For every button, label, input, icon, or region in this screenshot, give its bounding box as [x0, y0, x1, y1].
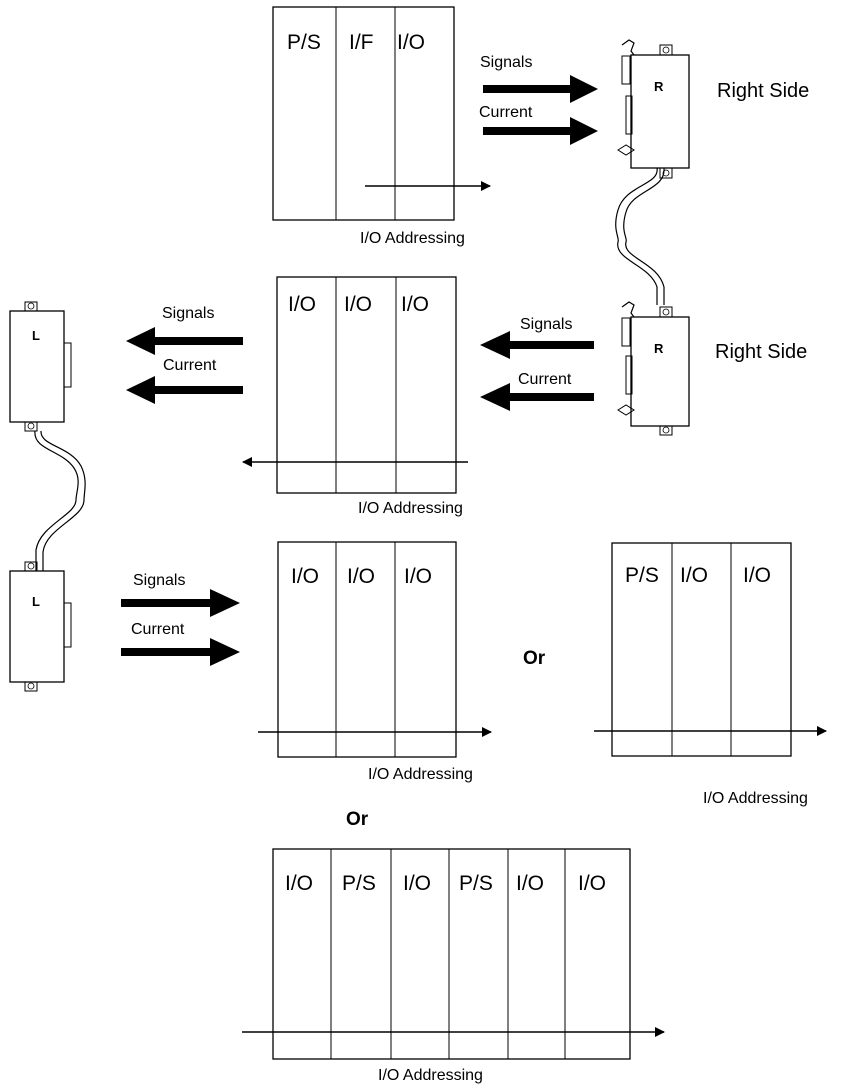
rack-3-module-1: I/O — [291, 565, 319, 588]
connector-screw-bottom — [659, 167, 673, 179]
current-arrow-icon — [483, 117, 598, 145]
signals-arrow-icon — [126, 327, 243, 355]
rack-2-module-1: I/O — [288, 293, 316, 316]
current-label: Current — [131, 621, 185, 638]
connector-screw-top — [659, 306, 673, 318]
rack-1-module-3: I/O — [397, 31, 425, 54]
rack-5-module-6: I/O — [578, 872, 606, 895]
rack-4-module-3: I/O — [743, 564, 771, 587]
connector-key-icon — [617, 144, 635, 156]
rack-5-module-1: I/O — [285, 872, 313, 895]
signals-arrow-icon — [121, 589, 240, 617]
expansion-cable — [615, 167, 658, 305]
rack-5-module-2: P/S — [342, 872, 376, 895]
right-connector-bottom: R — [617, 301, 690, 436]
current-arrow-icon — [121, 638, 240, 666]
current-arrow-icon — [126, 376, 243, 404]
connector-key-icon — [617, 404, 635, 416]
rack-2-module-3: I/O — [401, 293, 429, 316]
connector-screw-top — [659, 44, 673, 56]
rack-1-addressing-label: I/O Addressing — [360, 230, 465, 247]
connector-letter: R — [654, 79, 664, 94]
signals-arrow-icon — [483, 75, 598, 103]
signals-arrow-icon — [480, 331, 594, 359]
rack-1: P/S I/F I/O I/O Addressing — [272, 6, 491, 247]
connector-latch-icon — [621, 39, 635, 56]
rack-3-frame — [277, 541, 457, 758]
rack-3-addressing-label: I/O Addressing — [368, 766, 473, 783]
current-label: Current — [479, 104, 533, 121]
arrow-group-top-right: Signals Current — [479, 54, 598, 145]
connector-clip — [621, 55, 631, 85]
rack-4-module-1: P/S — [625, 564, 659, 587]
rack-5: I/O P/S I/O P/S I/O I/O I/O Addressing — [242, 848, 665, 1084]
signals-label: Signals — [520, 316, 572, 333]
rack-2-frame — [276, 276, 457, 494]
connector-screw-bottom — [659, 425, 673, 436]
connector-screw-bottom — [24, 421, 38, 432]
rack-5-module-5: I/O — [516, 872, 544, 895]
or-label: Or — [346, 809, 369, 830]
current-label: Current — [518, 371, 572, 388]
connector-letter: L — [32, 594, 40, 609]
rack-2: I/O I/O I/O I/O Addressing — [242, 276, 468, 517]
connector-body — [9, 570, 65, 683]
left-connector-top: L — [9, 301, 72, 432]
left-connector-bottom: L — [9, 561, 72, 692]
rack-5-addressing-label: I/O Addressing — [378, 1067, 483, 1084]
rack-4: P/S I/O I/O I/O Addressing — [594, 542, 827, 807]
rack-5-module-3: I/O — [403, 872, 431, 895]
rack-3-module-3: I/O — [404, 565, 432, 588]
arrow-group-mid-left: Signals Current — [126, 305, 243, 404]
rack-5-frame — [272, 848, 631, 1060]
rack-1-module-1: P/S — [287, 31, 321, 54]
rack-4-frame — [611, 542, 792, 757]
connector-pins — [625, 95, 633, 135]
connector-letter: R — [654, 341, 664, 356]
right-side-label: Right Side — [717, 80, 809, 102]
connector-screw-top — [24, 561, 38, 572]
right-side-label: Right Side — [715, 341, 807, 363]
current-arrow-icon — [480, 383, 594, 411]
connector-latch-icon — [621, 301, 635, 318]
connector-screw-top — [24, 301, 38, 312]
rack-1-module-2: I/F — [349, 31, 374, 54]
connector-body — [630, 316, 690, 427]
rack-1-frame — [272, 6, 455, 221]
connector-pins — [63, 602, 72, 648]
signals-label: Signals — [162, 305, 214, 322]
arrow-group-mid-right: Signals Current — [480, 316, 594, 411]
connector-pins — [625, 355, 633, 395]
right-connector-top: R — [617, 39, 690, 179]
rack-2-module-2: I/O — [344, 293, 372, 316]
arrow-group-bottom-left: Signals Current — [121, 572, 240, 666]
rack-4-addressing-label: I/O Addressing — [703, 790, 808, 807]
or-label: Or — [523, 648, 546, 669]
connector-pins — [63, 342, 72, 388]
connector-letter: L — [32, 328, 40, 343]
expansion-cable — [34, 430, 79, 571]
current-label: Current — [163, 357, 217, 374]
rack-5-module-4: P/S — [459, 872, 493, 895]
rack-2-addressing-label: I/O Addressing — [358, 500, 463, 517]
rack-4-module-2: I/O — [680, 564, 708, 587]
connector-clip — [621, 317, 631, 347]
rack-3: I/O I/O I/O I/O Addressing — [258, 541, 492, 783]
signals-label: Signals — [133, 572, 185, 589]
connector-screw-bottom — [24, 681, 38, 692]
connector-body — [630, 54, 690, 169]
rack-3-module-2: I/O — [347, 565, 375, 588]
signals-label: Signals — [480, 54, 532, 71]
